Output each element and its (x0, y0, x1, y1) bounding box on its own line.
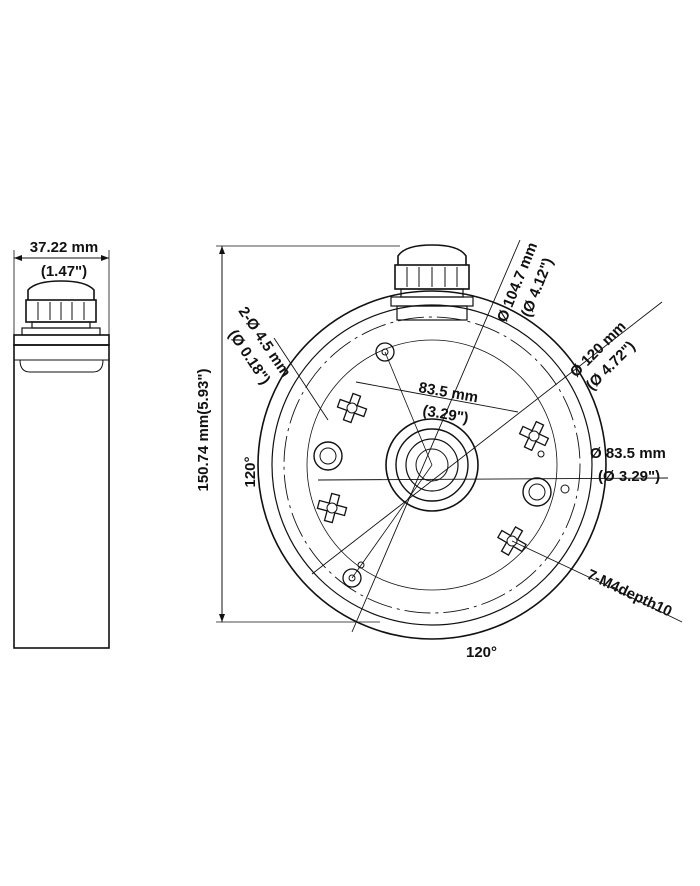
box-rim-curve (19, 359, 104, 373)
center-conduit-mid (395, 428, 469, 502)
leader-screw-holes (273, 337, 329, 421)
angle-ray-2 (351, 464, 433, 579)
center-conduit-outer (385, 418, 479, 512)
gland-base-front (396, 305, 468, 321)
m4-boss-top-right (518, 420, 550, 452)
leader-bolt-circle (317, 477, 669, 481)
leader-outer-dia (351, 239, 521, 633)
gland-thread (21, 327, 101, 336)
side-view: 37.22 mm (1.47") (13, 239, 110, 649)
bolt-circle-mm: Ø 83.5 mm (590, 445, 666, 462)
arrow-left-icon (14, 255, 22, 261)
height-label: 150.74 mm(5.93") (195, 368, 212, 491)
bolt-circle-in: (Ø 3.29") (598, 468, 660, 485)
front-view: 150.74 mm(5.93") (195, 239, 683, 661)
center-distance-in: (3.29") (421, 402, 470, 427)
gland-cap (27, 280, 95, 300)
knockout-left (313, 441, 343, 471)
leader-thread-spec (511, 540, 596, 581)
screw-hole-bottom-left (342, 568, 362, 588)
inner-rim-circle (271, 304, 593, 626)
outer-circle (257, 290, 607, 640)
side-width-in: (1.47") (41, 263, 87, 280)
box-body (13, 344, 110, 649)
box-lid (13, 334, 110, 346)
side-width-mm: 37.22 mm (30, 239, 98, 256)
thread-spec-label: 7-M4depth10 (584, 566, 674, 620)
leader-center-distance (355, 381, 519, 413)
m4-boss-mid-left (316, 492, 348, 524)
angle-ray-1 (384, 351, 433, 466)
leader-ring-dia (311, 301, 663, 575)
angle-bottom-label: 120° (466, 644, 497, 661)
small-hole-right (560, 484, 570, 494)
arrow-up-icon (219, 246, 225, 254)
m4-boss-top-left (336, 392, 368, 424)
mounting-ring-circle (283, 316, 581, 614)
bolt-circle (306, 339, 558, 591)
gland-cap-front (397, 244, 467, 265)
angle-left-label: 120° (242, 456, 259, 487)
screw-hole-top-left (375, 342, 395, 362)
center-conduit-inner (405, 438, 459, 492)
knockout-right (522, 477, 552, 507)
gland-washer (31, 321, 91, 329)
arrow-down-icon (219, 614, 225, 622)
m4-boss-bottom-right (496, 525, 528, 557)
arrow-right-icon (101, 255, 109, 261)
